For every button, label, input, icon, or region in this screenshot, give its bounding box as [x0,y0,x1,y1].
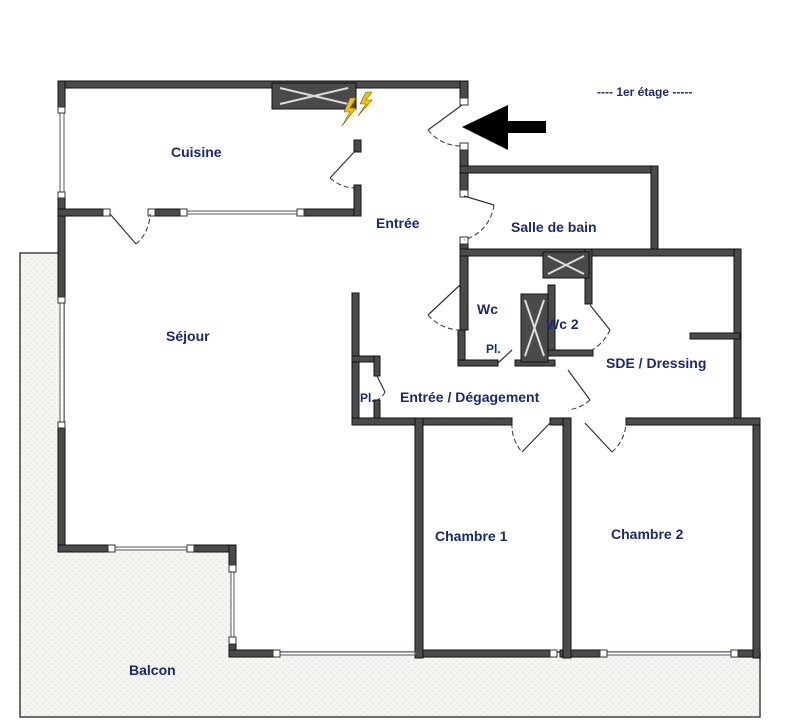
arrow-left-icon [462,105,546,150]
room-label-sde-dressing: SDE / Dressing [606,355,706,371]
room-label-sejour: Séjour [166,328,210,344]
room-label-balcon: Balcon [129,662,176,678]
room-label-wc2: Wc 2 [546,316,579,332]
lightning-icon [341,91,373,127]
room-label-wc: Wc [477,301,498,317]
room-label-chambre-1: Chambre 1 [435,528,508,544]
windows [57,97,739,658]
room-label-entree: Entrée [376,215,420,231]
room-label-pl-2: Pl. [360,391,375,405]
doors [109,104,627,453]
room-label-salle-de-bain: Salle de bain [511,219,597,235]
balcony-area [19,252,761,718]
walls [57,80,761,659]
floor-label: ---- 1er étage ----- [597,85,692,99]
room-label-chambre-2: Chambre 2 [611,526,684,542]
room-label-pl-1: Pl. [486,342,501,356]
room-label-entree-degagement: Entrée / Dégagement [400,389,540,405]
room-label-cuisine: Cuisine [171,144,222,160]
ducts [271,82,590,363]
